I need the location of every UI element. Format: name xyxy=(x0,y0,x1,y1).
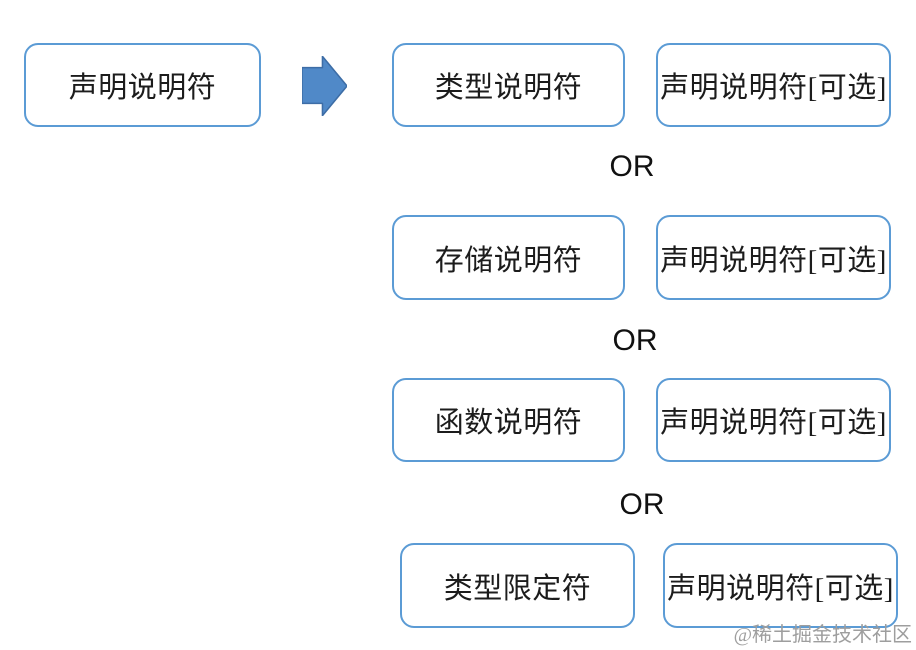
or-label-1: OR xyxy=(609,150,655,183)
row1-primary-box: 类型说明符 xyxy=(392,43,625,127)
row4-optional-box: 声明说明符[可选] xyxy=(663,543,898,628)
watermark: @稀土掘金技术社区 xyxy=(733,624,912,646)
row1-primary-label: 类型说明符 xyxy=(434,72,583,104)
row4-primary-box: 类型限定符 xyxy=(400,543,635,628)
row2-primary-label: 存储说明符 xyxy=(434,244,583,277)
row2-optional-label: 声明说明符[可选] xyxy=(660,244,887,277)
right-arrow-shape xyxy=(302,56,347,116)
row2-primary-box: 存储说明符 xyxy=(392,215,625,300)
row2-optional-box: 声明说明符[可选] xyxy=(656,215,891,300)
source-box: 声明说明符 xyxy=(24,43,261,127)
row4-optional-label: 声明说明符[可选] xyxy=(667,572,894,605)
row3-primary-box: 函数说明符 xyxy=(392,378,625,462)
row1-optional-box: 声明说明符[可选] xyxy=(656,43,891,127)
row3-optional-label: 声明说明符[可选] xyxy=(660,407,887,439)
row3-optional-box: 声明说明符[可选] xyxy=(656,378,891,462)
row4-primary-label: 类型限定符 xyxy=(443,572,592,605)
source-box-label: 声明说明符 xyxy=(68,72,217,104)
row3-primary-label: 函数说明符 xyxy=(434,407,583,439)
or-label-3: OR xyxy=(619,488,665,521)
or-label-2: OR xyxy=(612,324,658,357)
right-arrow-icon xyxy=(302,56,347,116)
row1-optional-label: 声明说明符[可选] xyxy=(660,72,887,104)
